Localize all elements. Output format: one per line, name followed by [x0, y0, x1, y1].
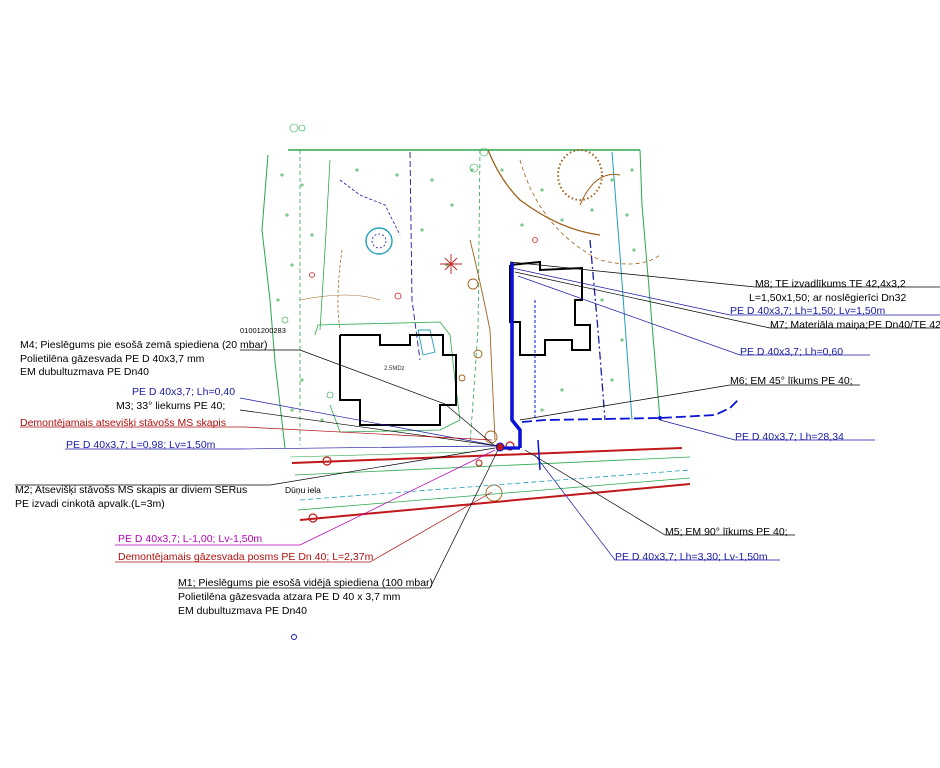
street-gas-lines — [289, 441, 691, 640]
pipe-100-label: PE D 40x3,7; L-1,00; Lv-1,50m — [118, 533, 262, 545]
pipe-2834-label: PE D 40x3,7; Lh=28,34 — [735, 431, 844, 443]
pipe-330-label: PE D 40x3,7; Lh=3,30; Lv-1,50m — [615, 551, 768, 563]
parcel-id: 01001200283 — [240, 326, 286, 335]
m7-label: M7; Materiāla maiņa;PE Dn40/TE 42,4 — [770, 319, 940, 331]
m4-title: M4; Pieslēgums pie esošā zemā spiediena … — [20, 339, 267, 351]
m2-line2: PE izvadi cinkotā apvalk.(L=3m) — [15, 498, 165, 510]
m2-title: M2; Atsevišķi stāvošs MS skapis ar divie… — [15, 484, 247, 496]
m1-line3: EM dubultuzmava PE Dn40 — [178, 605, 307, 617]
m4-line2: Polietilēna gāzesvada PE D 40x3,7 mm — [20, 353, 205, 365]
pipe-060-label: PE D 40x3,7; Lh=0,60 — [740, 346, 843, 358]
demont-posms-label: Demontējamais gāzesvada posms PE Dn 40; … — [118, 551, 374, 563]
demont-box-label: Demontējamais atsevišķi stāvošs MS skapi… — [20, 417, 226, 429]
callout-leaders — [15, 261, 940, 589]
callout-labels: M8; TE izvadlīkums TE 42,4x3,2 L=1,50x1,… — [15, 278, 940, 617]
m4-line3: EM dubultuzmava PE Dn40 — [20, 366, 149, 378]
house-outline — [339, 260, 591, 426]
house-label: 2.5MDz — [384, 366, 405, 372]
m1-line2: Polietilēna gāzesvada atzara PE D 40 x 3… — [178, 591, 401, 603]
m8-title: M8; TE izvadlīkums TE 42,4x3,2 — [755, 278, 906, 290]
m8-pipe: PE D 40x3,7; Lh=1,50; Lv=1,50m — [730, 305, 886, 317]
pipe-098-label: PE D 40x3,7; L=0,98; Lv=1,50m — [66, 439, 216, 451]
site-background: · 2.5MDz 01001200283 Dūņu iela — [240, 123, 661, 502]
m8-size: L=1,50x1,50; ar noslēgierīci Dn32 — [749, 292, 906, 304]
m3-label: M3; 33° liekums PE 40; — [116, 400, 225, 412]
plan-note-1: · — [298, 266, 300, 272]
m1-title: M1; Pieslēgums pie esošā vidējā spiedien… — [178, 577, 433, 589]
pipe-040-label: PE D 40x3,7; Lh=0,40 — [132, 386, 235, 398]
m6-label: M6; EM 45° līkums PE 40; — [730, 375, 853, 387]
designed-gas-pipe — [495, 262, 741, 471]
m5-label: M5; EM 90° līkums PE 40; — [665, 526, 788, 538]
street-label: Dūņu iela — [285, 485, 321, 495]
